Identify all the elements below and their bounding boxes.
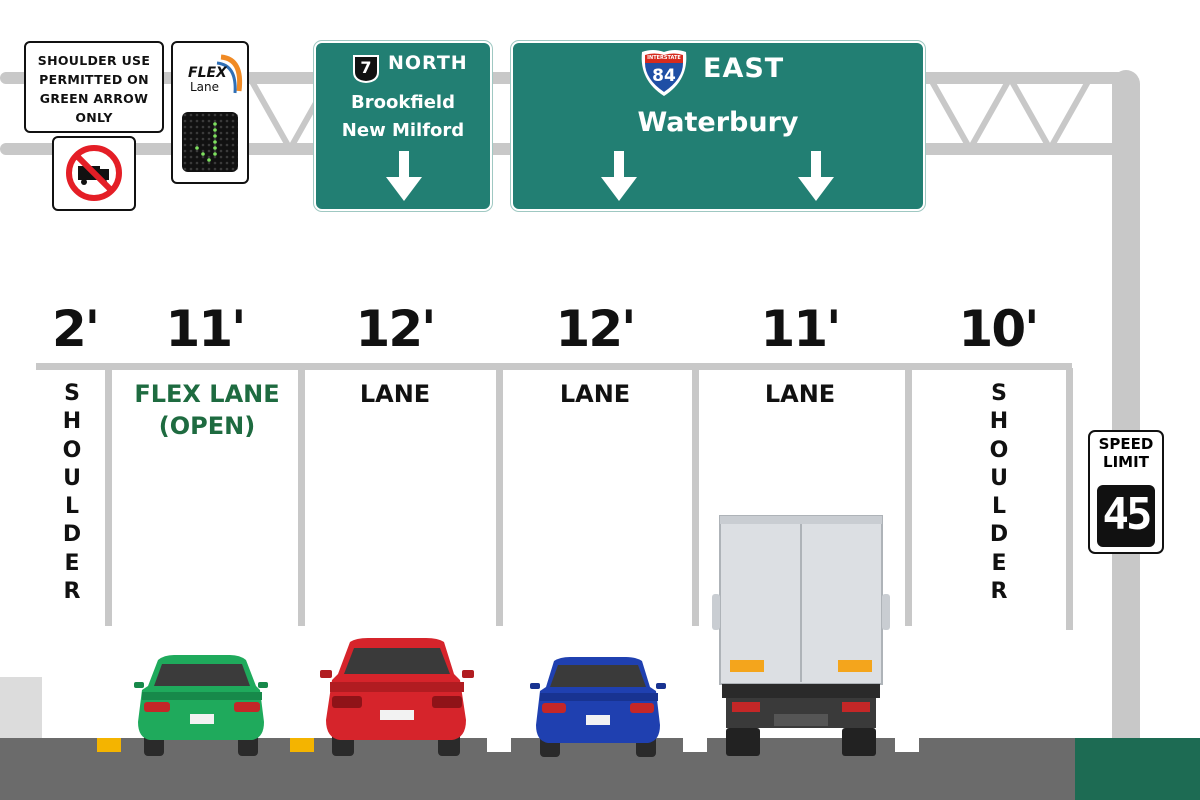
route-7-north-guide-sign: 7 NORTH Brookfield New Milford <box>313 40 493 212</box>
speed-limit-sign: SPEED LIMIT 45 <box>1088 430 1164 554</box>
notice-line-4: ONLY <box>75 110 113 125</box>
lane-label-lane-2: LANE <box>559 380 631 408</box>
box-truck-icon <box>712 515 890 756</box>
lane-width-lane-2: 12' <box>555 300 637 358</box>
lane-label-shoulder-left: SHOULDER <box>62 381 82 605</box>
lane-label-lane-1: LANE <box>359 380 431 408</box>
interstate-84-east-guide-sign: INTERSTATE 84 EAST Waterbury <box>510 40 926 212</box>
notice-line-2: PERMITTED ON <box>39 72 149 87</box>
route-7-direction: NORTH <box>388 52 468 74</box>
down-arrow-icon <box>601 151 637 201</box>
interstate-number: 84 <box>652 66 676 86</box>
lane-width-lane-3: 11' <box>760 300 842 358</box>
down-arrow-icon <box>798 151 834 201</box>
lane-width-flex: 11' <box>165 300 247 358</box>
lane-width-lane-1: 12' <box>355 300 437 358</box>
route-7-number: 7 <box>360 58 372 77</box>
destination-brookfield: Brookfield <box>351 92 455 113</box>
lane-label-shoulder-right: SHOULDER <box>989 381 1009 605</box>
blue-car-icon <box>530 657 666 757</box>
green-down-arrow-signal-icon <box>182 112 238 172</box>
lane-logo-text: Lane <box>190 80 220 94</box>
down-arrow-icon <box>386 151 422 201</box>
no-truck-icon <box>66 145 122 201</box>
interstate-direction: EAST <box>703 53 785 84</box>
flex-lane-logo-icon: FLEX Lane <box>181 53 243 97</box>
flex-lane-sign: FLEX Lane <box>171 41 249 184</box>
lane-width-shoulder-right: 10' <box>958 300 1040 358</box>
destination-waterbury: Waterbury <box>637 107 799 138</box>
notice-line-1: SHOULDER USE <box>37 53 151 68</box>
no-trucks-sign <box>52 136 136 211</box>
destination-new-milford: New Milford <box>341 120 465 141</box>
shoulder-use-notice-sign: SHOULDER USE PERMITTED ON GREEN ARROW ON… <box>24 41 164 133</box>
red-car-icon <box>320 638 474 756</box>
speed-limit-value: 45 <box>1102 489 1153 540</box>
interstate-label: INTERSTATE <box>647 55 681 61</box>
lane-label-flex-open: FLEX LANE (OPEN) <box>134 380 280 440</box>
speed-label-line-1: SPEED <box>1098 435 1154 453</box>
interstate-84-shield-icon: INTERSTATE 84 <box>639 46 689 98</box>
lane-label-lane-3: LANE <box>764 380 836 408</box>
lane-width-shoulder-left: 2' <box>51 300 100 358</box>
speed-digits-icon: 45 <box>1097 485 1155 547</box>
green-car-icon <box>134 655 268 756</box>
notice-line-3: GREEN ARROW <box>39 91 149 106</box>
speed-label-line-2: LIMIT <box>1103 453 1149 471</box>
route-7-shield-icon: 7 <box>350 52 382 84</box>
flex-logo-text: FLEX <box>188 65 227 81</box>
